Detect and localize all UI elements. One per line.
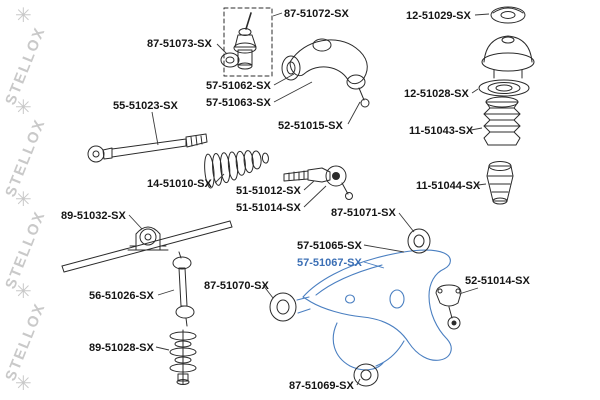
rear-arm-bushing-drawing	[407, 228, 431, 254]
washer-kit-drawing	[169, 329, 197, 385]
stabilizer-bar-drawing	[61, 220, 233, 273]
tie-rod-end-drawing	[283, 165, 353, 200]
part-label-12-51029-sx[interactable]: 12-51029-SX	[406, 10, 471, 22]
front-arm-bushing-drawing	[269, 292, 297, 322]
stellox-star-icon: ✳	[15, 371, 32, 395]
upper-arm-bushing-drawing	[220, 52, 240, 68]
stellox-star-icon: ✳	[15, 279, 32, 303]
stellox-star-icon: ✳	[15, 95, 32, 119]
strut-boot-drawing	[483, 96, 521, 146]
upper-balljoint-boxed-drawing	[223, 7, 273, 77]
part-label-57-51067-sx-highlighted[interactable]: 57-51067-SX	[297, 257, 362, 269]
stellox-star-icon: ✳	[15, 3, 32, 27]
strut-bearing-drawing	[490, 6, 526, 24]
part-label-52-51015-sx[interactable]: 52-51015-SX	[278, 120, 343, 132]
part-label-87-51072-sx[interactable]: 87-51072-SX	[284, 8, 349, 20]
upper-control-arm-drawing	[281, 38, 370, 108]
part-label-87-51071-sx[interactable]: 87-51071-SX	[331, 207, 396, 219]
part-label-12-51028-sx[interactable]: 12-51028-SX	[404, 88, 469, 100]
stellox-star-icon: ✳	[15, 187, 32, 211]
inner-tie-rod-drawing	[87, 133, 208, 163]
part-label-87-51070-sx[interactable]: 87-51070-SX	[204, 280, 269, 292]
part-label-11-51044-sx[interactable]: 11-51044-SX	[416, 180, 481, 192]
part-label-57-51065-sx[interactable]: 57-51065-SX	[297, 240, 362, 252]
spring-seat-drawing	[478, 79, 530, 97]
part-labels: 87-51072-SX 87-51073-SX 12-51029-SX 57-5…	[61, 8, 530, 392]
part-label-87-51069-sx[interactable]: 87-51069-SX	[289, 380, 354, 392]
strut-mount-drawing	[481, 35, 535, 79]
part-label-56-51026-sx[interactable]: 56-51026-SX	[89, 290, 154, 302]
part-label-89-51032-sx[interactable]: 89-51032-SX	[61, 210, 126, 222]
part-label-89-51028-sx[interactable]: 89-51028-SX	[89, 342, 154, 354]
part-label-11-51043-sx[interactable]: 11-51043-SX	[409, 125, 474, 137]
part-label-14-51010-sx[interactable]: 14-51010-SX	[147, 178, 212, 190]
part-label-55-51023-sx[interactable]: 55-51023-SX	[113, 100, 178, 112]
bump-stop-drawing	[486, 161, 514, 205]
part-label-51-51012-sx[interactable]: 51-51012-SX	[236, 185, 301, 197]
watermark: ✳ STELLOX ✳ STELLOX ✳ STELLOX ✳ STELLOX …	[2, 3, 49, 395]
rack-boot-drawing	[204, 150, 269, 189]
part-label-57-51062-sx[interactable]: 57-51062-SX	[206, 80, 271, 92]
part-label-87-51073-sx[interactable]: 87-51073-SX	[147, 38, 212, 50]
part-label-52-51014-sx[interactable]: 52-51014-SX	[465, 275, 530, 287]
bottom-arm-bushing-drawing	[353, 363, 379, 387]
part-label-51-51014-sx[interactable]: 51-51014-SX	[236, 202, 301, 214]
part-label-57-51063-sx[interactable]: 57-51063-SX	[206, 97, 271, 109]
stabilizer-link-drawing	[172, 251, 195, 327]
lower-control-arm-drawing	[296, 249, 452, 371]
leader-lines	[128, 12, 490, 386]
lower-balljoint-drawing	[435, 284, 462, 330]
